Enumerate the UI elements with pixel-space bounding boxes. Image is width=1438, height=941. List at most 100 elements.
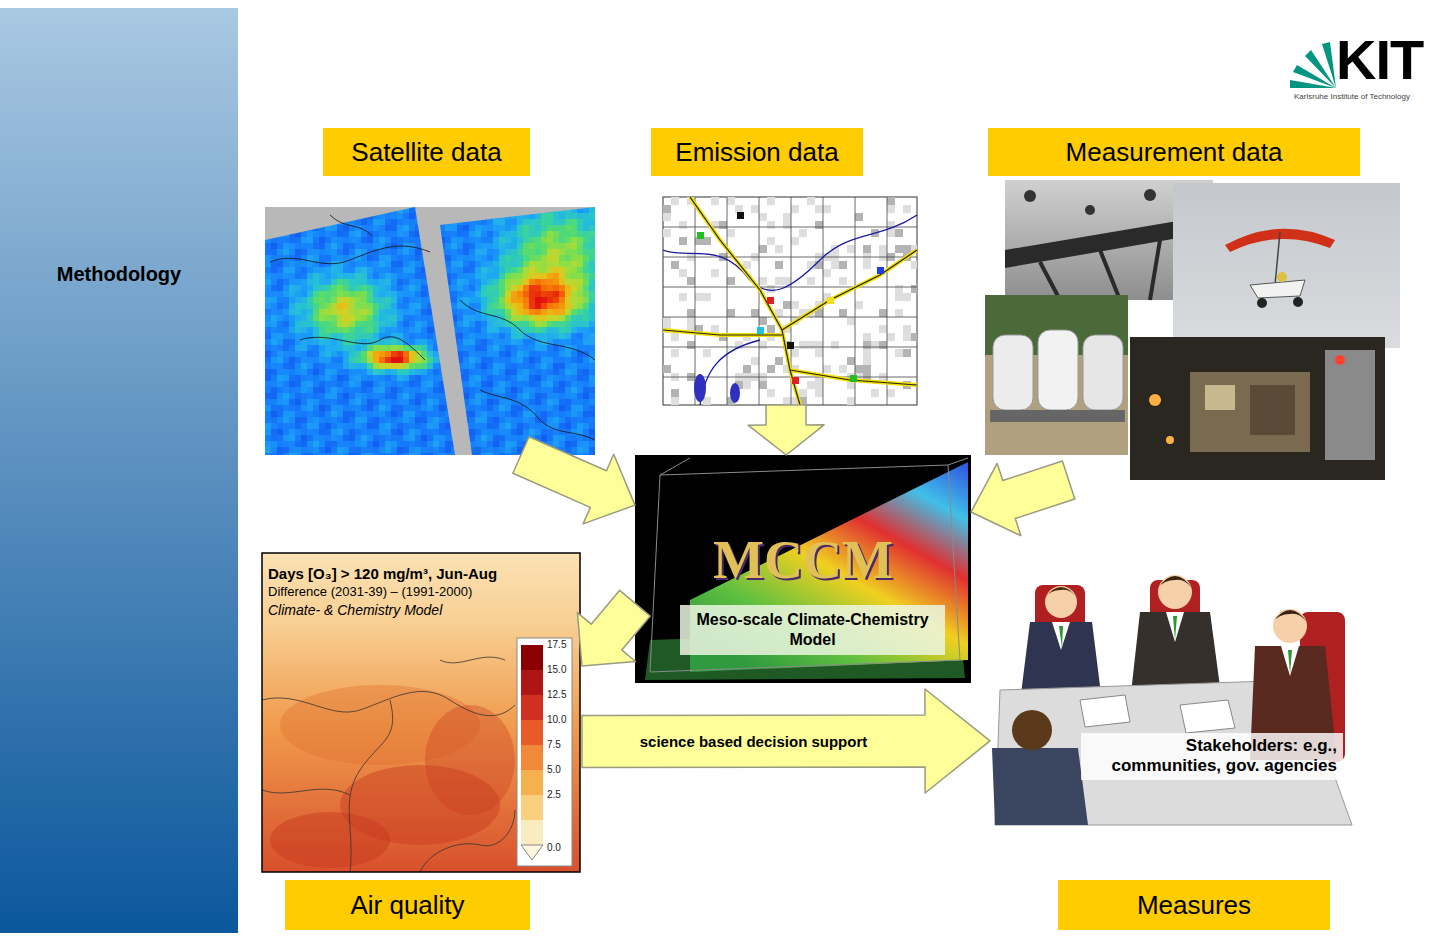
heat-cell	[553, 279, 559, 285]
heat-cell	[283, 261, 289, 267]
heat-cell	[367, 213, 373, 219]
heat-cell	[529, 369, 535, 375]
heat-cell	[451, 267, 457, 273]
heat-cell	[403, 411, 409, 417]
heat-cell	[571, 225, 577, 231]
heat-cell	[283, 357, 289, 363]
heat-cell	[289, 285, 295, 291]
heat-cell	[559, 237, 565, 243]
heat-cell	[523, 297, 529, 303]
heat-cell	[565, 297, 571, 303]
heat-cell	[391, 405, 397, 411]
heat-cell	[481, 381, 487, 387]
heat-cell	[421, 315, 427, 321]
heat-cell	[457, 399, 463, 405]
heat-cell	[325, 351, 331, 357]
heat-cell	[373, 369, 379, 375]
heat-cell	[559, 249, 565, 255]
heat-cell	[265, 339, 271, 345]
heat-cell	[439, 213, 445, 219]
heat-cell	[589, 213, 595, 219]
heat-cell	[463, 291, 469, 297]
heat-cell	[541, 261, 547, 267]
heat-cell	[565, 249, 571, 255]
heat-cell	[499, 225, 505, 231]
heat-cell	[349, 213, 355, 219]
heat-cell	[559, 213, 565, 219]
heat-cell	[367, 255, 373, 261]
heat-cell	[475, 291, 481, 297]
heat-cell	[535, 363, 541, 369]
heat-cell	[385, 411, 391, 417]
heat-cell	[379, 399, 385, 405]
heat-cell	[481, 399, 487, 405]
heat-cell	[451, 333, 457, 339]
heat-cell	[445, 219, 451, 225]
heat-cell	[397, 267, 403, 273]
heat-cell	[481, 351, 487, 357]
heat-cell	[499, 333, 505, 339]
heat-cell	[547, 291, 553, 297]
heat-cell	[349, 207, 355, 213]
heat-cell	[481, 279, 487, 285]
heat-cell	[529, 267, 535, 273]
heat-cell	[475, 255, 481, 261]
heat-cell	[361, 279, 367, 285]
heat-cell	[565, 225, 571, 231]
heat-cell	[343, 255, 349, 261]
heat-cell	[325, 309, 331, 315]
heat-cell	[523, 273, 529, 279]
heat-cell	[565, 363, 571, 369]
heat-cell	[505, 285, 511, 291]
heat-cell	[349, 411, 355, 417]
heat-cell	[433, 273, 439, 279]
heat-cell	[427, 321, 433, 327]
heat-cell	[373, 387, 379, 393]
heat-cell	[577, 297, 583, 303]
heat-cell	[307, 243, 313, 249]
heat-cell	[361, 285, 367, 291]
heat-cell	[277, 255, 283, 261]
heat-cell	[571, 261, 577, 267]
heat-cell	[325, 213, 331, 219]
heat-cell	[523, 363, 529, 369]
heat-cell	[361, 417, 367, 423]
heat-cell	[535, 303, 541, 309]
heat-cell	[553, 273, 559, 279]
heat-cell	[499, 309, 505, 315]
heat-cell	[553, 357, 559, 363]
heat-cell	[313, 423, 319, 429]
heat-cell	[469, 315, 475, 321]
heat-cell	[283, 243, 289, 249]
heat-cell	[391, 387, 397, 393]
heat-cell	[481, 273, 487, 279]
heat-cell	[349, 303, 355, 309]
heat-cell	[391, 261, 397, 267]
heat-cell	[499, 231, 505, 237]
heat-cell	[577, 399, 583, 405]
heat-cell	[571, 273, 577, 279]
heat-cell	[463, 213, 469, 219]
heat-cell	[433, 375, 439, 381]
heat-cell	[457, 285, 463, 291]
heat-cell	[301, 327, 307, 333]
heat-cell	[499, 405, 505, 411]
heat-cell	[379, 357, 385, 363]
heat-cell	[523, 351, 529, 357]
heat-cell	[457, 303, 463, 309]
heat-cell	[343, 405, 349, 411]
heat-cell	[541, 327, 547, 333]
heat-cell	[403, 405, 409, 411]
heat-cell	[415, 375, 421, 381]
heat-cell	[541, 237, 547, 243]
heat-cell	[289, 309, 295, 315]
heat-cell	[589, 249, 595, 255]
heat-cell	[397, 315, 403, 321]
heat-cell	[415, 255, 421, 261]
heat-cell	[265, 273, 271, 279]
heat-cell	[355, 363, 361, 369]
heat-cell	[505, 351, 511, 357]
heat-cell	[535, 273, 541, 279]
heat-cell	[421, 369, 427, 375]
heat-cell	[301, 279, 307, 285]
